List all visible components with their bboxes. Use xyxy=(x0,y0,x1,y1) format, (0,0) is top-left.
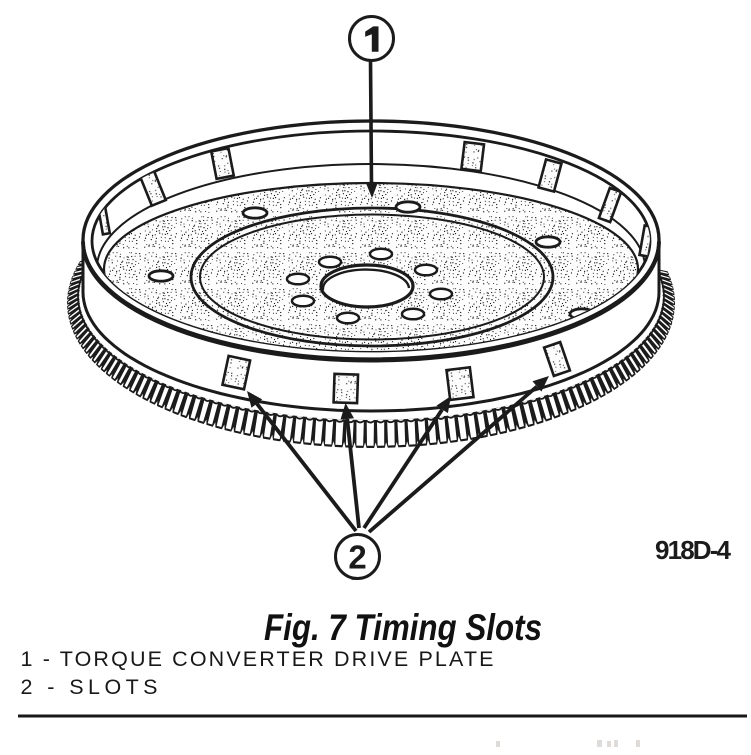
svg-text:Fig. 7 Timing Slots: Fig. 7 Timing Slots xyxy=(264,607,542,648)
svg-text:918D-4: 918D-4 xyxy=(655,535,732,565)
svg-text:2 - SLOTS: 2 - SLOTS xyxy=(21,675,158,699)
svg-text:2: 2 xyxy=(348,539,366,576)
svg-text:1 - TORQUE CONVERTER DRIVE PLA: 1 - TORQUE CONVERTER DRIVE PLATE xyxy=(21,647,494,671)
